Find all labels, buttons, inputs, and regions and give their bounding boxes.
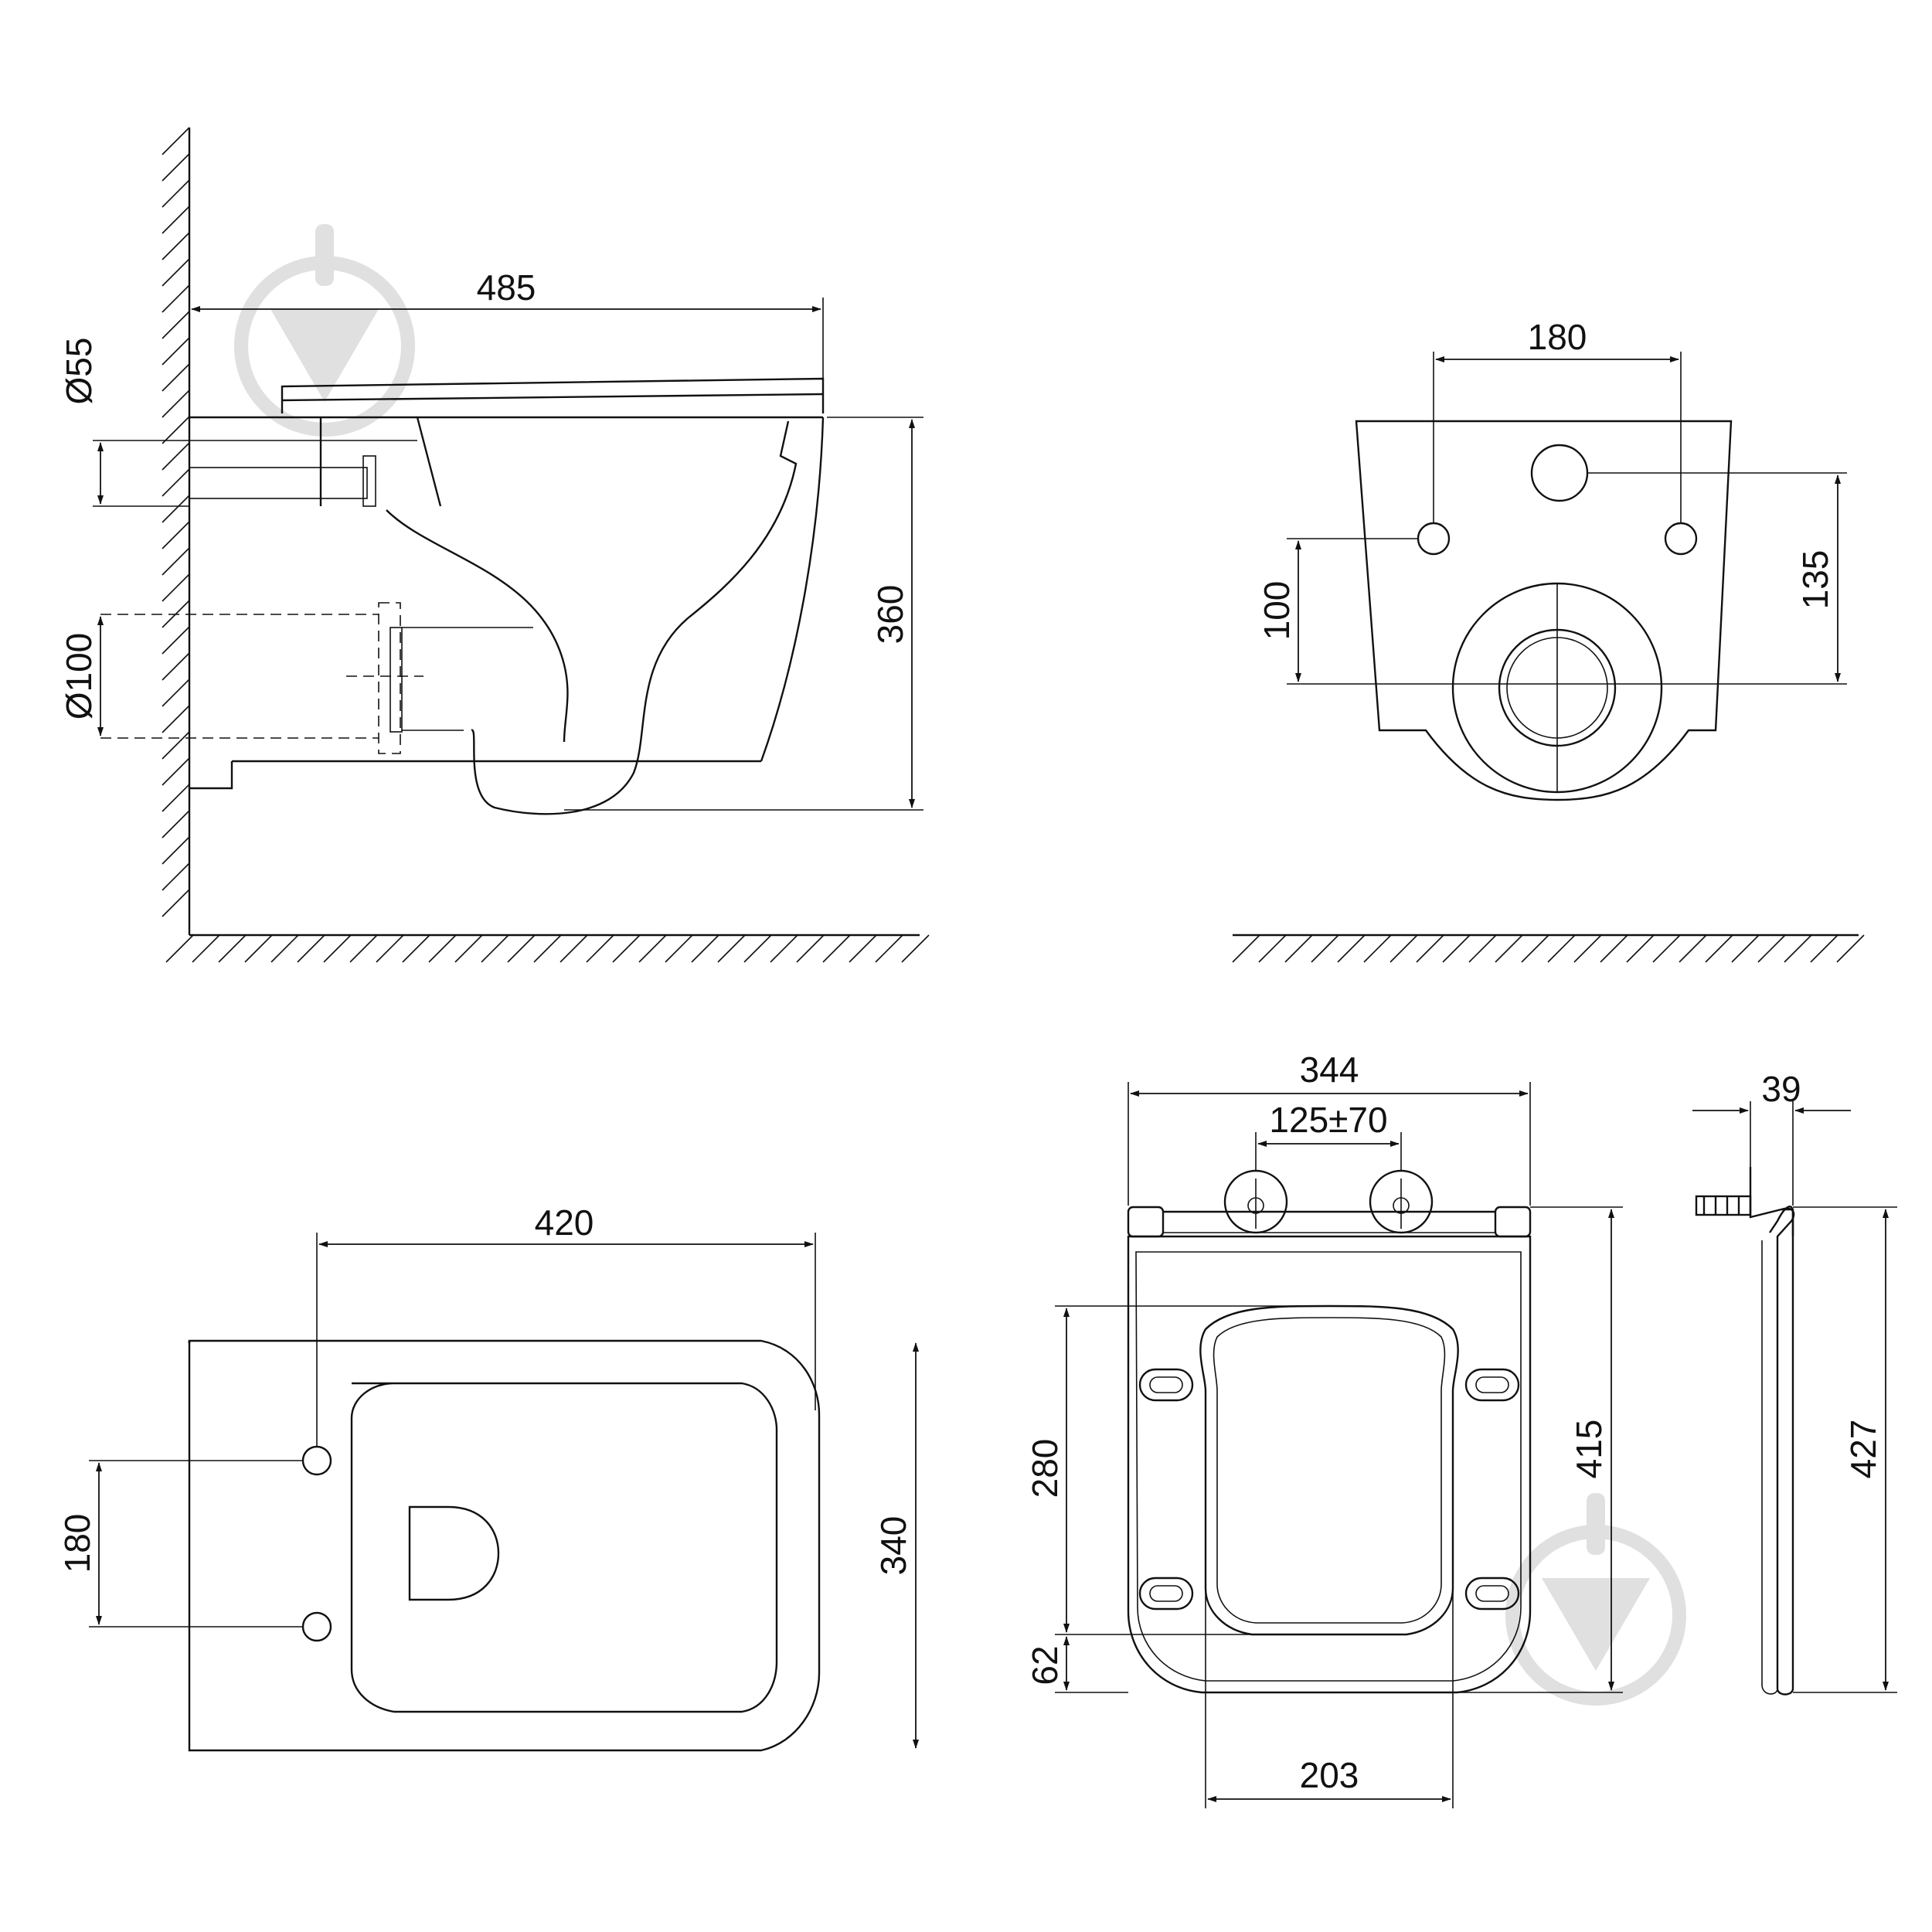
floor-hatch bbox=[165, 934, 930, 963]
dim-seat-hinge: 125±70 bbox=[1269, 1100, 1387, 1140]
dim-side-width: 485 bbox=[477, 267, 536, 308]
side-view: 485 360 Ø55 Ø100 bbox=[59, 127, 930, 963]
dim-lid-thickness: 39 bbox=[1761, 1069, 1801, 1109]
dim-side-height: 360 bbox=[870, 585, 910, 645]
dim-top-width: 420 bbox=[535, 1202, 594, 1243]
dim-outlet-small: Ø55 bbox=[59, 338, 99, 405]
watermark-logo-bottom bbox=[1505, 1493, 1686, 1706]
dim-seat-front: 62 bbox=[1025, 1645, 1065, 1685]
dim-seat-length: 415 bbox=[1569, 1420, 1609, 1479]
dim-seat-opening: 203 bbox=[1300, 1755, 1359, 1795]
floor-hatch bbox=[1232, 934, 1865, 963]
dim-seat-width: 344 bbox=[1300, 1049, 1359, 1090]
dim-back-height-right: 135 bbox=[1795, 550, 1835, 610]
wall-hatch bbox=[162, 127, 190, 917]
top-view: 420 180 340 bbox=[57, 1202, 919, 1752]
back-view: 180 100 135 bbox=[1232, 317, 1865, 963]
dim-top-depth: 340 bbox=[873, 1516, 913, 1576]
seat-view: 344 125±70 415 280 62 203 bbox=[1025, 1049, 1623, 1808]
watermark-logo-top bbox=[234, 224, 415, 437]
dim-seat-inner: 280 bbox=[1025, 1439, 1065, 1498]
dim-back-height-left: 100 bbox=[1257, 581, 1297, 641]
dim-top-bolts: 180 bbox=[57, 1514, 97, 1573]
dim-lid-height: 427 bbox=[1843, 1420, 1883, 1479]
dim-outlet-large: Ø100 bbox=[59, 633, 99, 720]
dim-back-bolts: 180 bbox=[1528, 317, 1587, 357]
lid-side-view: 39 427 bbox=[1692, 1069, 1897, 1696]
